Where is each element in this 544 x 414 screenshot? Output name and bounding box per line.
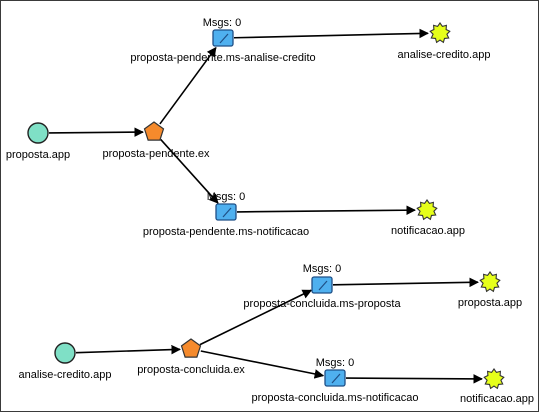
edge-e2-q3 bbox=[199, 289, 313, 346]
queue-slash-icon bbox=[222, 207, 232, 218]
producer-label: proposta.app bbox=[6, 149, 70, 161]
queue-node[interactable]: Msgs: 0 proposta-concluida.ms-notificacao bbox=[252, 357, 419, 404]
exchange-pentagon-icon bbox=[143, 121, 165, 141]
queue-msgs-count: Msgs: 0 bbox=[207, 191, 246, 203]
producer-node[interactable]: analise-credito.app bbox=[19, 342, 112, 381]
queue-box-icon bbox=[311, 276, 333, 294]
edge-q2-c2 bbox=[236, 205, 416, 216]
consumer-node[interactable]: notificacao.app bbox=[391, 199, 465, 237]
edge-e1-q2 bbox=[160, 138, 219, 204]
producer-label: analise-credito.app bbox=[19, 369, 112, 381]
edge-q4-c4 bbox=[345, 374, 483, 384]
edge-e2-q4 bbox=[200, 350, 325, 379]
queue-box-icon bbox=[215, 203, 237, 221]
queue-box-icon bbox=[212, 29, 234, 47]
consumer-star-icon bbox=[479, 271, 501, 293]
consumer-node[interactable]: proposta.app bbox=[458, 271, 522, 309]
edges-layer bbox=[48, 28, 483, 384]
consumer-label: notificacao.app bbox=[460, 393, 534, 405]
consumer-node[interactable]: notificacao.app bbox=[460, 368, 534, 405]
exchange-pentagon-icon bbox=[180, 338, 202, 358]
nodes-layer: proposta.app analise-credito.app proposta-… bbox=[6, 17, 534, 405]
queue-label: proposta-concluida.ms-notificacao bbox=[252, 392, 419, 404]
queue-slash-icon bbox=[318, 280, 328, 291]
exchange-label: proposta-concluida.ex bbox=[137, 364, 245, 376]
queue-label: proposta-concluida.ms-proposta bbox=[243, 298, 401, 310]
consumer-star-icon bbox=[429, 22, 451, 44]
exchange-label: proposta-pendente.ex bbox=[102, 148, 210, 160]
consumer-star-icon bbox=[416, 199, 438, 221]
producer-circle-icon bbox=[54, 342, 76, 364]
queue-node[interactable]: Msgs: 0 proposta-pendente.ms-notificacao bbox=[143, 191, 309, 238]
queue-msgs-count: Msgs: 0 bbox=[316, 357, 355, 369]
queue-slash-icon bbox=[331, 373, 341, 384]
queue-msgs-count: Msgs: 0 bbox=[203, 17, 242, 29]
queue-slash-icon bbox=[219, 33, 229, 44]
queue-node[interactable]: Msgs: 0 proposta-pendente.ms-analise-cred… bbox=[130, 17, 315, 64]
consumer-star-icon bbox=[483, 368, 505, 390]
exchange-node[interactable]: proposta-concluida.ex bbox=[137, 338, 245, 376]
queue-box-icon bbox=[324, 369, 346, 387]
consumer-label: proposta.app bbox=[458, 297, 522, 309]
queue-label: proposta-pendente.ms-notificacao bbox=[143, 226, 309, 238]
consumer-label: analise-credito.app bbox=[398, 49, 491, 61]
queue-label: proposta-pendente.ms-analise-credito bbox=[130, 52, 315, 64]
producer-circle-icon bbox=[27, 122, 49, 144]
edge-q3-c3 bbox=[332, 277, 479, 288]
consumer-label: notificacao.app bbox=[391, 225, 465, 237]
edge-p2-e2 bbox=[75, 344, 181, 355]
edge-p1-e1 bbox=[48, 127, 144, 137]
exchange-node[interactable]: proposta-pendente.ex bbox=[102, 121, 210, 160]
queue-msgs-count: Msgs: 0 bbox=[303, 263, 342, 275]
edge-e1-q1 bbox=[159, 46, 217, 125]
queue-node[interactable]: Msgs: 0 proposta-concluida.ms-proposta bbox=[243, 263, 401, 310]
consumer-node[interactable]: analise-credito.app bbox=[398, 22, 491, 61]
edge-q1-c1 bbox=[233, 28, 429, 39]
producer-node[interactable]: proposta.app bbox=[6, 122, 70, 161]
